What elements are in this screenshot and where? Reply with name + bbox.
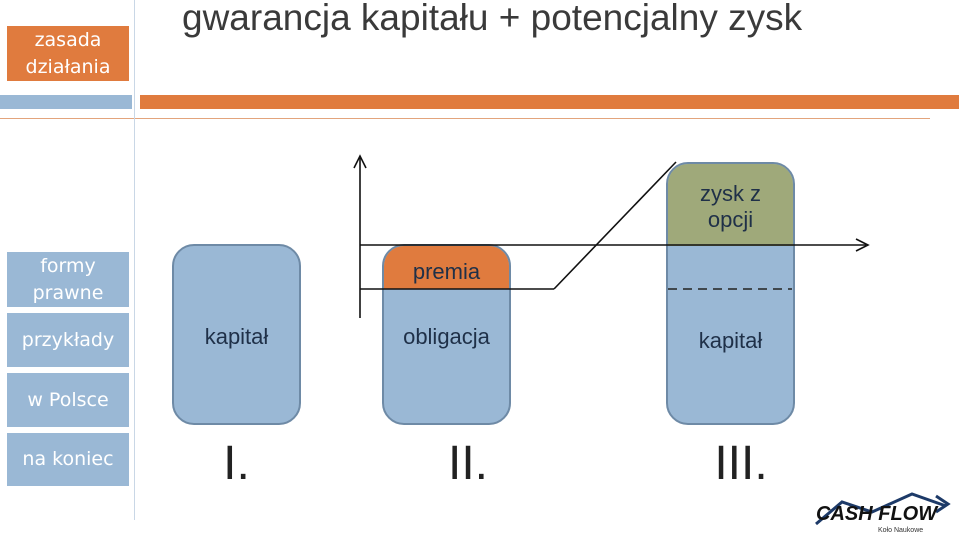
box-option-profit-segment [668, 164, 793, 246]
page-title: gwarancja kapitału + potencjalny zysk [182, 0, 803, 38]
nav-tab-formy-prawne[interactable]: formy prawne [7, 252, 129, 307]
box-bond-label: obligacja [403, 324, 490, 349]
x-axis-arrowhead [855, 238, 870, 252]
box-option-capital-label: kapitał [698, 328, 763, 353]
header-bar [140, 95, 959, 109]
box-option-profit-label: zysk z opcji [699, 181, 762, 232]
nav-tab-na-koniec[interactable]: na koniec [7, 433, 129, 486]
nav-tab-zasada-dzialania[interactable]: zasada działania [7, 26, 129, 81]
cashflow-logo: CASH FLOW Koło Naukowe [815, 492, 951, 534]
nav-tab-przyklady[interactable]: przykłady [7, 313, 129, 367]
header-divider [0, 118, 930, 119]
logo-subtext: Koło Naukowe [878, 527, 923, 534]
header-bar-left [0, 95, 132, 109]
logo-text: CASH FLOW [816, 503, 939, 525]
nav-tab-w-polsce[interactable]: w Polsce [7, 373, 129, 427]
box-bond-premium-segment [384, 246, 509, 289]
y-axis-arrowhead [353, 154, 367, 169]
box-bond [382, 244, 511, 425]
box-bond-premium-label: premia [412, 259, 481, 284]
numeral-3: III. [714, 437, 768, 490]
numeral-1: I. [223, 437, 250, 490]
sidebar-divider [134, 0, 135, 520]
box-capital-1-label: kapitał [204, 324, 269, 349]
box-option [666, 162, 795, 425]
box-capital-1 [172, 244, 301, 425]
payoff-rising-line [553, 161, 677, 290]
numeral-2: II. [447, 437, 488, 490]
